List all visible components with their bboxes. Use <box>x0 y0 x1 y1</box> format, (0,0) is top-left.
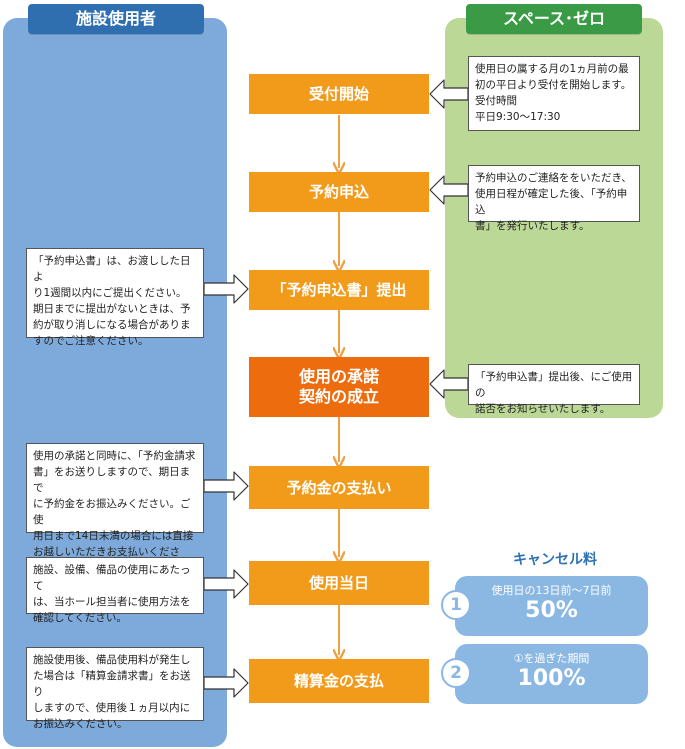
note-line: 「予約申込書」は、お渡しした日よ <box>33 255 191 283</box>
number-badge: 2 <box>441 658 471 688</box>
right-callout-arrow-3 <box>429 369 469 399</box>
cancel-fee-title: キャンセル料 <box>513 552 597 568</box>
note-line: しますので、使用後１ヵ月以内に <box>33 702 191 714</box>
step-reception-start: 受付開始 <box>249 74 429 114</box>
note-line: に予約金をお振込みください。ご使 <box>33 498 191 526</box>
left-note-deposit: 使用の承諾と同時に、「予約金請求 書」をお送りしますので、期日まで に予約金をお… <box>26 443 204 574</box>
user-side-header: 施設使用者 <box>28 4 204 34</box>
right-note-reception: 使用日の属する月の1ヵ月前の最 初の平日より受付を開始します。 受付時間 平日9… <box>468 56 640 131</box>
note-line: 平日9:30～17:30 <box>475 111 561 123</box>
left-callout-arrow-1 <box>203 274 249 304</box>
note-line: 初の平日より受付を開始します。 <box>475 79 632 91</box>
note-line: た場合は「精算金請求書」をお送り <box>33 670 191 698</box>
cancel-rate: 50% <box>525 598 578 623</box>
step-approval-line1: 使用の承諾 <box>298 367 379 386</box>
note-line: 期日までに提出がないときは、予 <box>33 303 191 315</box>
step-deposit-payment: 予約金の支払い <box>249 466 429 509</box>
note-line: 確認してください。 <box>33 612 127 624</box>
left-note-usage-day: 施設、設備、備品の使用にあたって は、当ホール担当者に使用方法を 確認してくださ… <box>26 557 204 624</box>
left-note-settlement: 施設使用後、備品使用料が発生し た場合は「精算金請求書」をお送り しますので、使… <box>26 647 204 730</box>
left-callout-arrow-2 <box>203 471 249 501</box>
note-line: 用日まで14日未満の場合には直接 <box>33 530 194 542</box>
note-line: すのでご注意ください。 <box>33 335 149 347</box>
note-line: 使用日程が確定した後、「予約申込 <box>475 188 628 216</box>
right-note-reservation: 予約申込のご連絡ををいただき、 使用日程が確定した後、「予約申込 書」を発行いた… <box>468 165 640 232</box>
note-line: り1週間以内にご提出ください。 <box>33 287 187 299</box>
space-zero-header: スペース･ゼロ <box>466 4 642 34</box>
right-callout-arrow-2 <box>429 175 469 205</box>
note-line: 書」をお送りしますので、期日まで <box>33 466 191 494</box>
right-callout-arrow-1 <box>429 79 469 109</box>
note-line: 諾否をお知らせいたします。 <box>475 403 611 415</box>
note-line: 受付時間 <box>475 95 517 107</box>
step-usage-day: 使用当日 <box>249 561 429 605</box>
note-line: 約が取り消しになる場合がありま <box>33 319 191 331</box>
cancel-fee-item-2: 2 ①を過ぎた期間 100% <box>441 644 648 704</box>
step-approval-line2: 契約の成立 <box>298 387 379 406</box>
step-application-submit: 「予約申込書」提出 <box>249 270 429 310</box>
cancel-period: 使用日の13日前～7日前 <box>491 584 612 597</box>
step-approval-contract: 使用の承諾 契約の成立 <box>249 357 429 417</box>
note-line: 書」を発行いたします。 <box>475 220 590 232</box>
step-settlement-payment: 精算金の支払 <box>249 659 429 703</box>
step-reservation-request: 予約申込 <box>249 172 429 212</box>
cancel-period: ①を過ぎた期間 <box>513 652 590 665</box>
right-note-approval: 「予約申込書」提出後、にご使用の 諾否をお知らせいたします。 <box>468 364 640 415</box>
left-callout-arrow-3 <box>203 569 249 599</box>
user-side-panel <box>3 18 227 747</box>
note-line: 使用日の属する月の1ヵ月前の最 <box>475 63 629 75</box>
number-badge: 1 <box>441 590 471 620</box>
note-line: 使用の承諾と同時に、「予約金請求 <box>33 450 196 462</box>
cancel-rate: 100% <box>517 666 586 691</box>
left-note-application: 「予約申込書」は、お渡しした日よ り1週間以内にご提出ください。 期日までに提出… <box>26 248 204 347</box>
note-line: 「予約申込書」提出後、にご使用の <box>475 371 633 399</box>
note-line: 予約申込のご連絡ををいただき、 <box>475 172 632 184</box>
note-line: 施設、設備、備品の使用にあたって <box>33 564 191 592</box>
note-line: お振込みください。 <box>33 718 128 730</box>
note-line: 施設使用後、備品使用料が発生し <box>33 654 191 666</box>
left-callout-arrow-4 <box>203 668 249 698</box>
note-line: は、当ホール担当者に使用方法を <box>33 596 191 608</box>
cancel-fee-item-1: 1 使用日の13日前～7日前 50% <box>441 576 648 636</box>
